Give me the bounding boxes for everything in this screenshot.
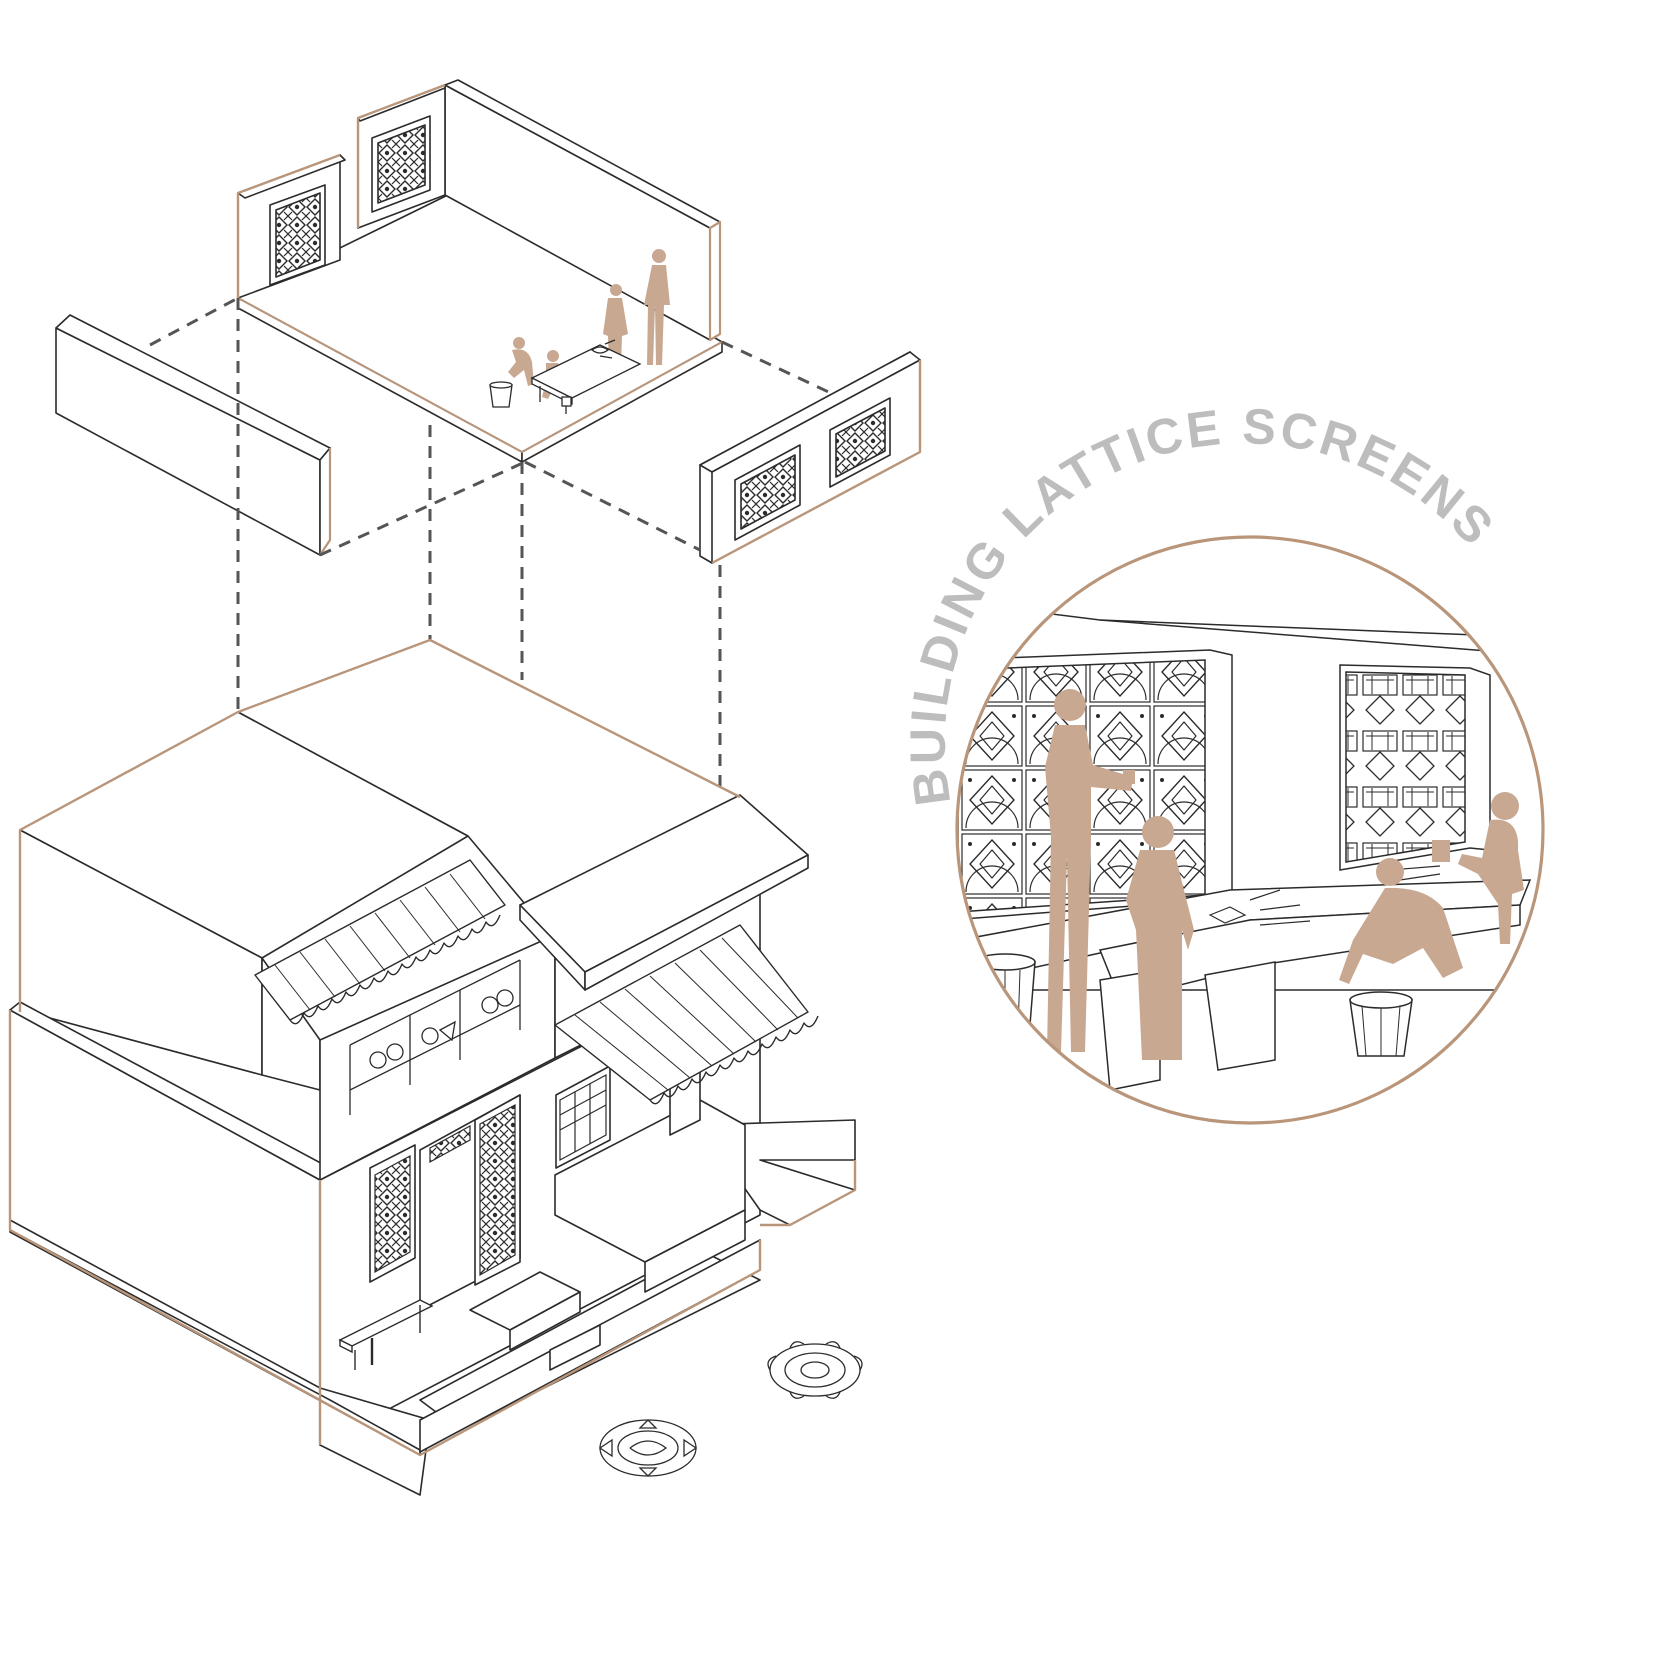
explode-guide-lines <box>149 296 836 790</box>
bench-icon <box>338 1299 434 1370</box>
callout-people-figures <box>1045 689 1524 1060</box>
left-exploded-wall <box>55 314 332 556</box>
terrace-furniture <box>489 339 642 414</box>
person-figure-icon <box>1458 792 1524 944</box>
person-figure-icon <box>1045 689 1133 1052</box>
rangoli-pattern-icon <box>767 1341 863 1399</box>
callout-circle <box>955 535 1545 1125</box>
balcony-railing <box>349 959 521 1115</box>
corrugated-awnings <box>254 859 819 1105</box>
person-figure-icon <box>1339 858 1463 984</box>
rangoli-pattern-icon <box>598 1419 698 1477</box>
person-figure-icon <box>508 337 534 386</box>
house-outline-accent <box>8 638 857 1457</box>
person-figure-icon <box>1126 816 1194 1060</box>
house-window-screens <box>374 1073 607 1277</box>
person-figure-icon <box>644 249 670 365</box>
right-exploded-wall <box>699 351 922 565</box>
upper-terrace-room <box>236 79 723 463</box>
